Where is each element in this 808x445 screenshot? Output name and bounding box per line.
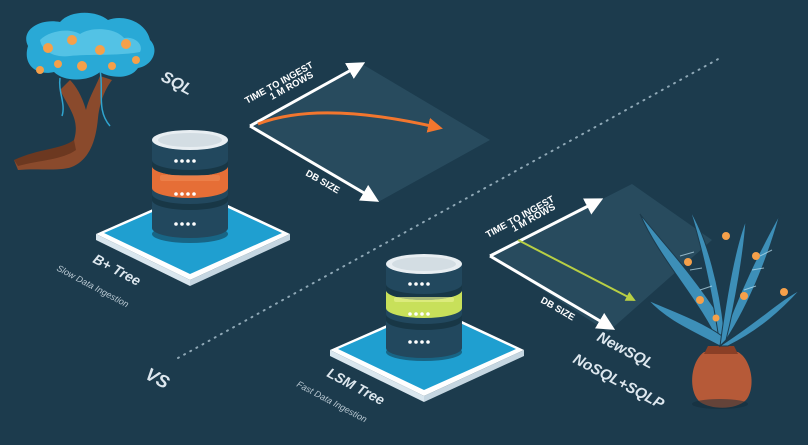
top-chart-x-axis [249,124,380,202]
bottom-chart-x-axis [489,254,616,330]
top-chart-plane [250,64,490,202]
bplus-database-icon [152,130,228,243]
top-chart-trend-line [257,111,443,133]
top-chart-y-axis [249,62,366,128]
bottom-chart-y-axis [489,198,604,258]
bottom-chart-trend-line [517,239,636,301]
bottom-chart-plane [490,184,712,332]
lsm-tree-platform [330,254,524,402]
separator-dotted-line [177,57,721,359]
blossom-tree-illustration [14,12,155,170]
bplus-tree-platform [96,130,290,286]
potted-plant-illustration [639,209,801,409]
lsm-database-icon [386,254,462,361]
